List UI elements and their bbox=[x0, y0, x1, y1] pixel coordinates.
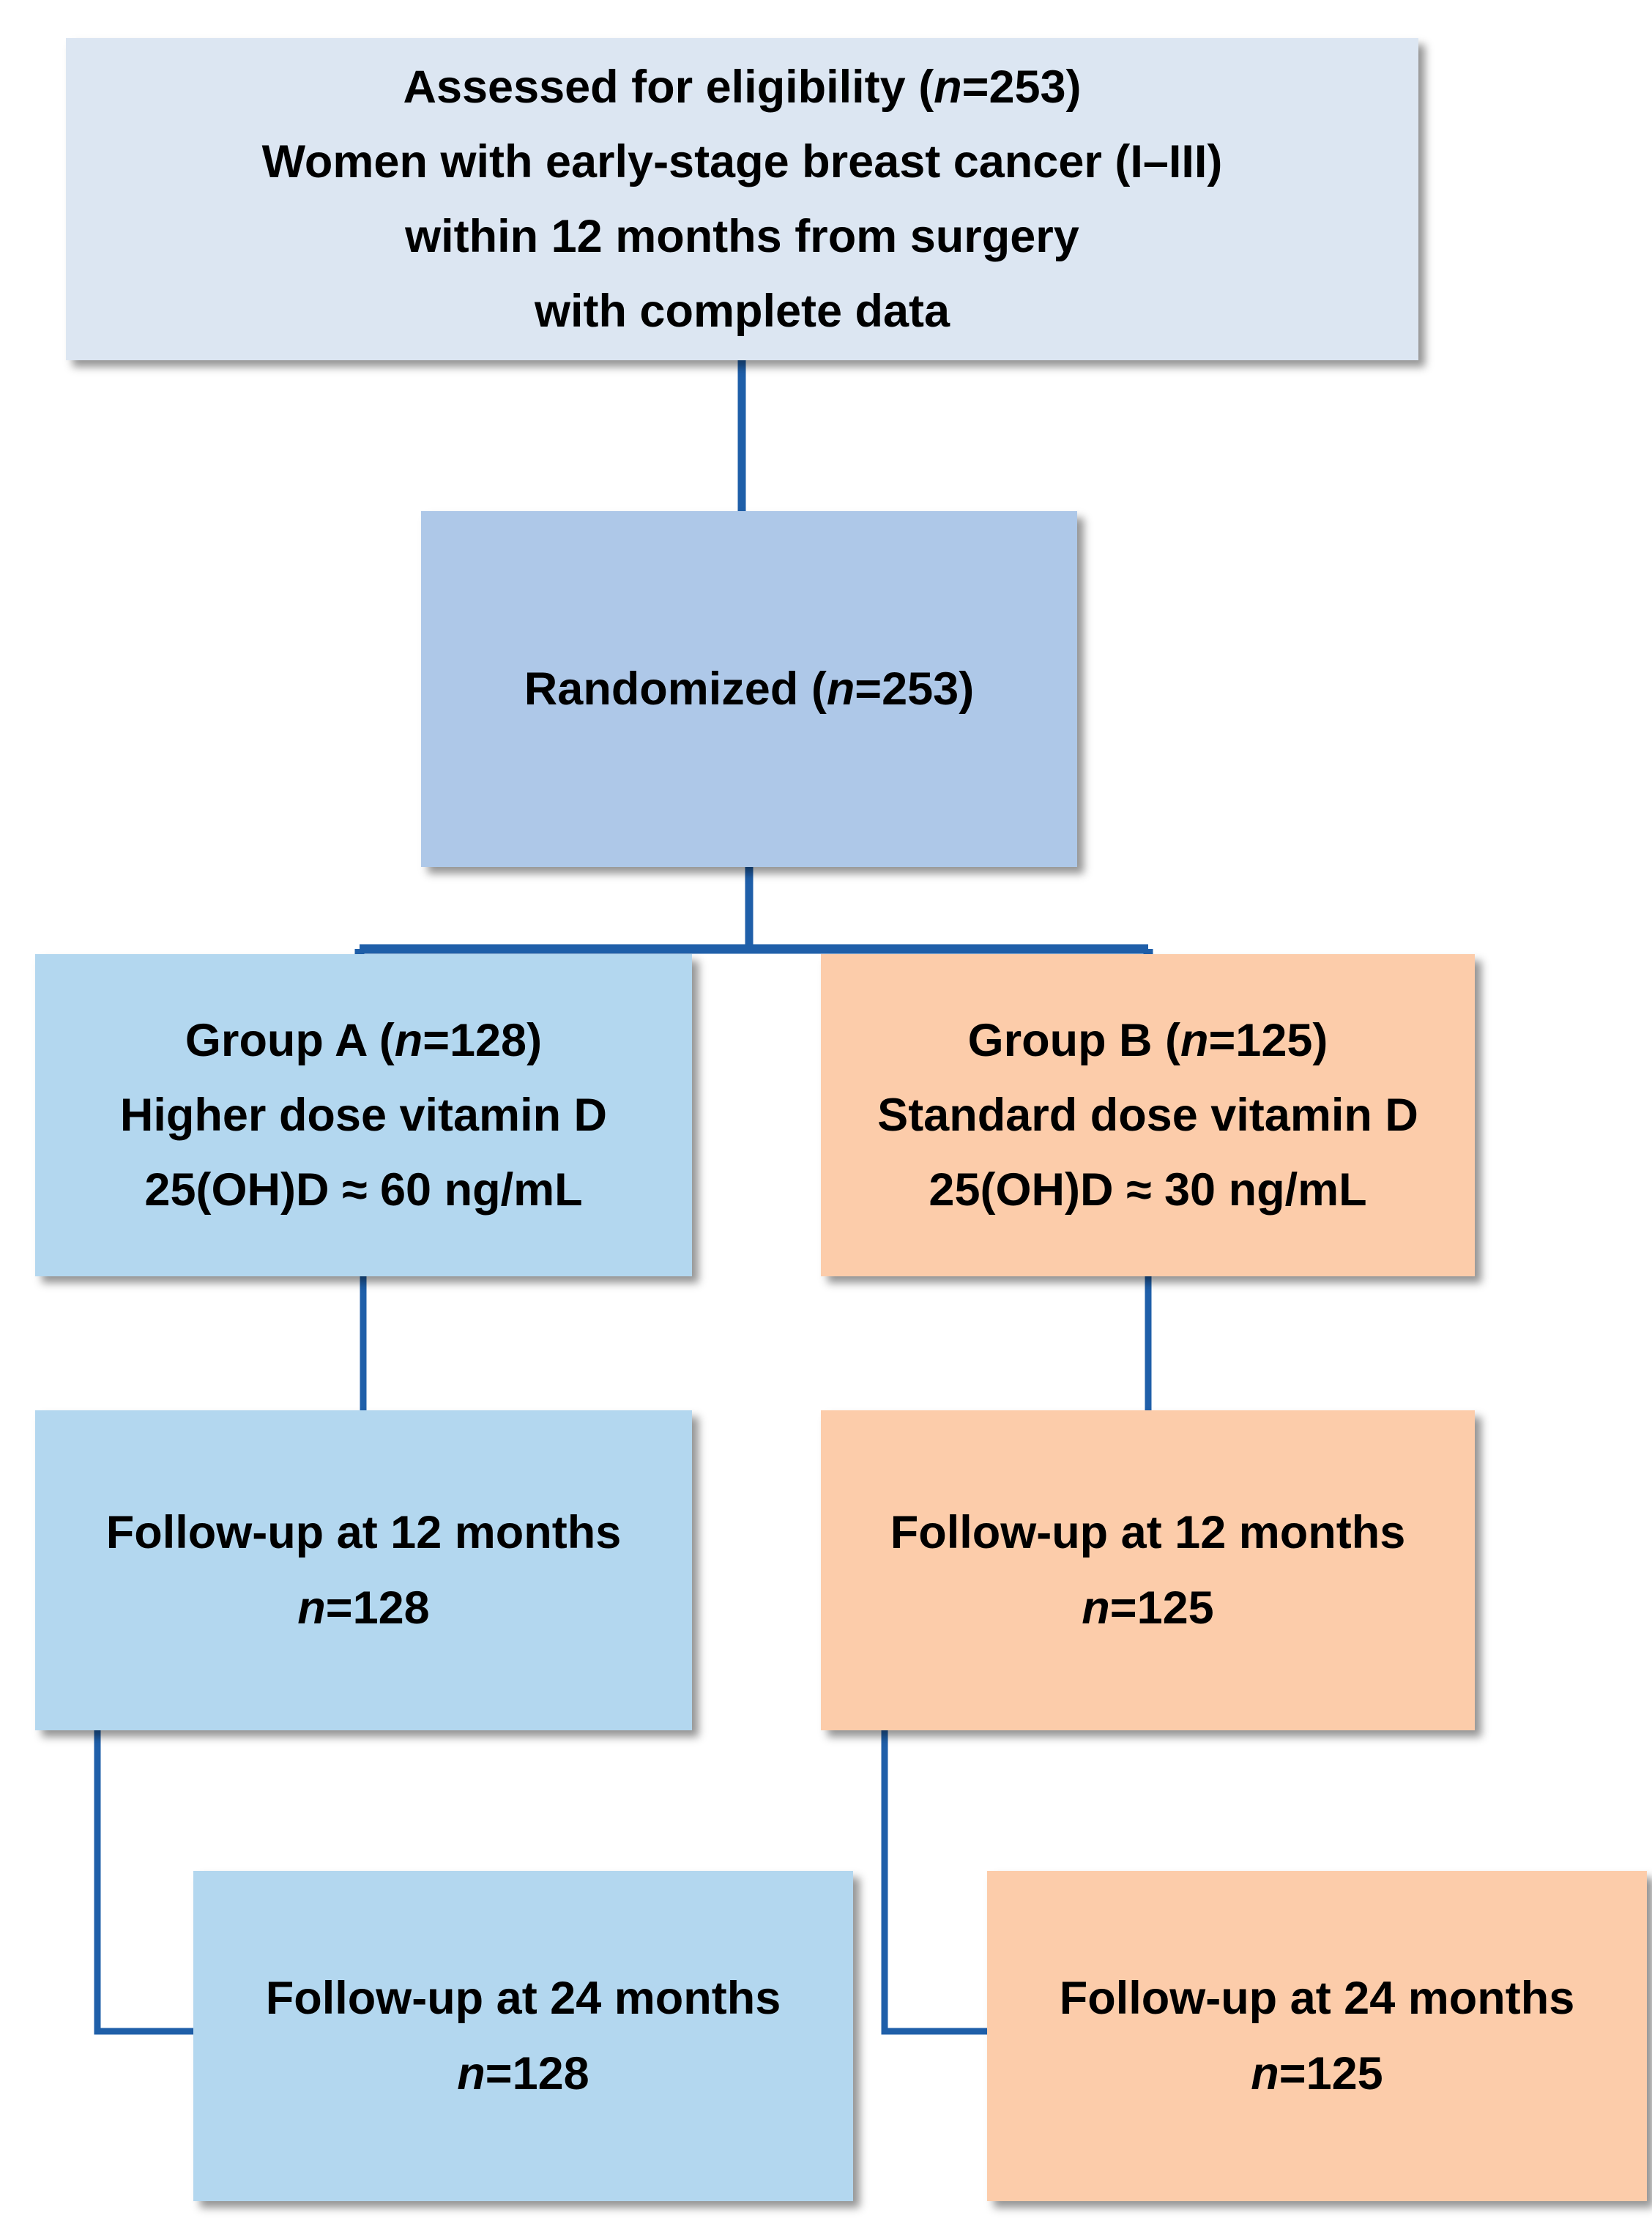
fu24-b-line-1: Follow-up at 24 months bbox=[1059, 1973, 1575, 2025]
fu12-b-line-1: Follow-up at 12 months bbox=[890, 1507, 1406, 1559]
eligibility-line-1-suffix: =253) bbox=[961, 61, 1082, 113]
fu12-b-line-2: n=125 bbox=[1082, 1571, 1213, 1645]
fu24-a-n: n bbox=[457, 2047, 485, 2099]
fu24-a-line-2: n=128 bbox=[457, 2036, 589, 2111]
group-a-line-3: 25(OH)D ≈ 60 ng/mL bbox=[144, 1164, 583, 1216]
eligibility-line-1-n: n bbox=[934, 61, 962, 113]
randomized-suffix: =253) bbox=[855, 663, 975, 715]
fu24-b-n: n bbox=[1251, 2047, 1279, 2099]
box-group-a: Group A (n=128) Higher dose vitamin D 25… bbox=[35, 954, 692, 1276]
group-b-line-1-prefix: Group B ( bbox=[967, 1014, 1181, 1066]
box-followup-12-months-group-a: Follow-up at 12 months n=128 bbox=[35, 1410, 692, 1730]
fu24-b-line-2: n=125 bbox=[1251, 2036, 1383, 2111]
eligibility-line-1-prefix: Assessed for eligibility ( bbox=[403, 61, 934, 113]
fu12-b-n: n bbox=[1082, 1582, 1110, 1634]
box-followup-24-months-group-b: Follow-up at 24 months n=125 bbox=[987, 1871, 1647, 2201]
group-a-line-1: Group A (n=128) bbox=[185, 1003, 542, 1078]
eligibility-line-3: within 12 months from surgery bbox=[405, 211, 1079, 262]
fu12-a-count: =128 bbox=[325, 1582, 430, 1634]
randomized-prefix: Randomized ( bbox=[524, 663, 827, 715]
box-group-b: Group B (n=125) Standard dose vitamin D … bbox=[821, 954, 1475, 1276]
fu24-a-count: =128 bbox=[485, 2047, 589, 2099]
fu24-a-line-1: Follow-up at 24 months bbox=[265, 1973, 781, 2025]
group-b-line-3: 25(OH)D ≈ 30 ng/mL bbox=[929, 1164, 1367, 1216]
box-assessed-for-eligibility: Assessed for eligibility (n=253) Women w… bbox=[66, 38, 1418, 360]
fu12-a-line-1: Follow-up at 12 months bbox=[105, 1507, 622, 1559]
box-randomized: Randomized (n=253) bbox=[421, 511, 1077, 867]
group-a-line-1-n: n bbox=[394, 1014, 423, 1066]
fu12-b-count: =125 bbox=[1109, 1582, 1214, 1634]
eligibility-line-2: Women with early-stage breast cancer (I–… bbox=[261, 135, 1223, 187]
fu12-a-n: n bbox=[297, 1582, 326, 1634]
connector-fu12a-to-fu24a bbox=[94, 1730, 193, 2035]
group-a-line-1-prefix: Group A ( bbox=[185, 1014, 395, 1066]
group-a-line-1-suffix: =128) bbox=[423, 1014, 543, 1066]
randomized-n: n bbox=[826, 663, 855, 715]
eligibility-line-1: Assessed for eligibility (n=253) bbox=[403, 50, 1081, 124]
eligibility-line-4: with complete data bbox=[534, 286, 950, 338]
randomized-label: Randomized (n=253) bbox=[524, 652, 974, 726]
group-b-line-2: Standard dose vitamin D bbox=[877, 1089, 1418, 1141]
box-followup-12-months-group-b: Follow-up at 12 months n=125 bbox=[821, 1410, 1475, 1730]
group-b-line-1: Group B (n=125) bbox=[968, 1003, 1328, 1078]
box-followup-24-months-group-a: Follow-up at 24 months n=128 bbox=[193, 1871, 853, 2201]
fu12-a-line-2: n=128 bbox=[297, 1571, 429, 1645]
group-b-line-1-n: n bbox=[1180, 1014, 1209, 1066]
group-a-line-2: Higher dose vitamin D bbox=[119, 1089, 608, 1141]
group-b-line-1-suffix: =125) bbox=[1208, 1014, 1328, 1066]
connector-fu12b-to-fu24b bbox=[881, 1730, 987, 2035]
fu24-b-count: =125 bbox=[1279, 2047, 1383, 2099]
